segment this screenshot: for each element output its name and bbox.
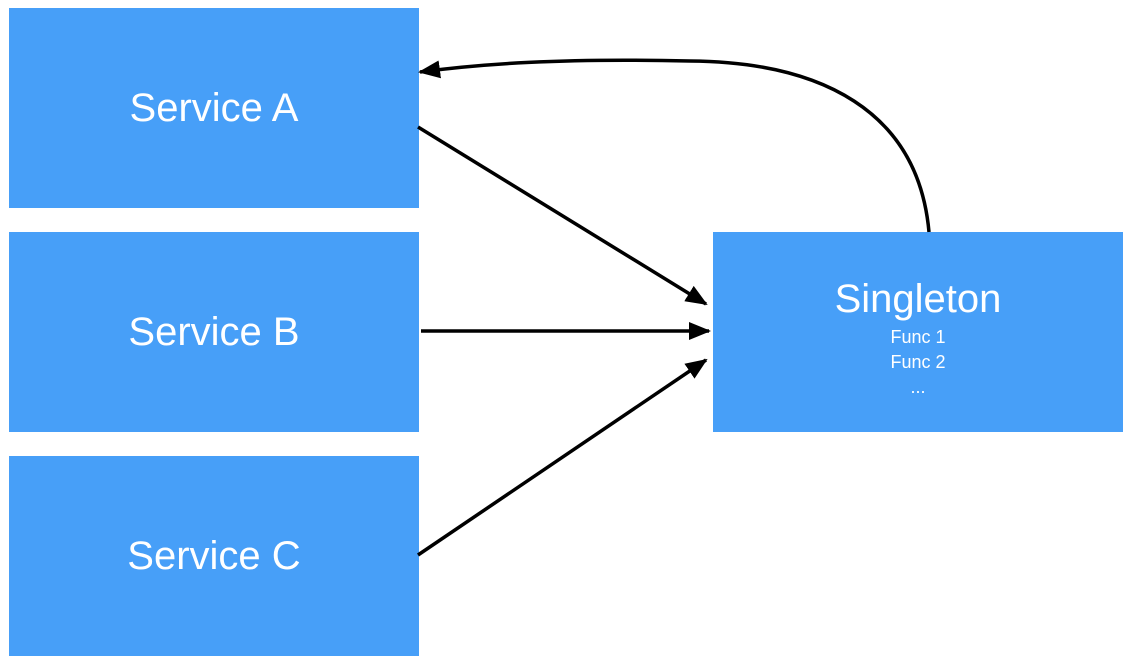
- service-a-label: Service A: [129, 85, 299, 130]
- func-2-item: Func 2: [890, 352, 946, 372]
- arrow-c-to-singleton: [417, 358, 708, 557]
- func-1-item: Func 1: [890, 327, 946, 347]
- func-ellipsis-item: ...: [910, 377, 926, 397]
- service-a-box: Service A: [9, 8, 419, 208]
- service-b-box: Service B: [9, 232, 419, 432]
- service-c-label: Service C: [127, 533, 301, 578]
- service-b-label: Service B: [128, 309, 300, 354]
- singleton-title: Singleton: [834, 277, 1002, 321]
- singleton-func-list: Func 1 Func 2 ...: [713, 325, 1123, 400]
- arrow-singleton-to-a: [418, 58, 931, 233]
- arrow-a-to-singleton: [417, 125, 708, 306]
- service-c-box: Service C: [9, 456, 419, 656]
- singleton-box: Singleton Func 1 Func 2 ...: [713, 232, 1123, 432]
